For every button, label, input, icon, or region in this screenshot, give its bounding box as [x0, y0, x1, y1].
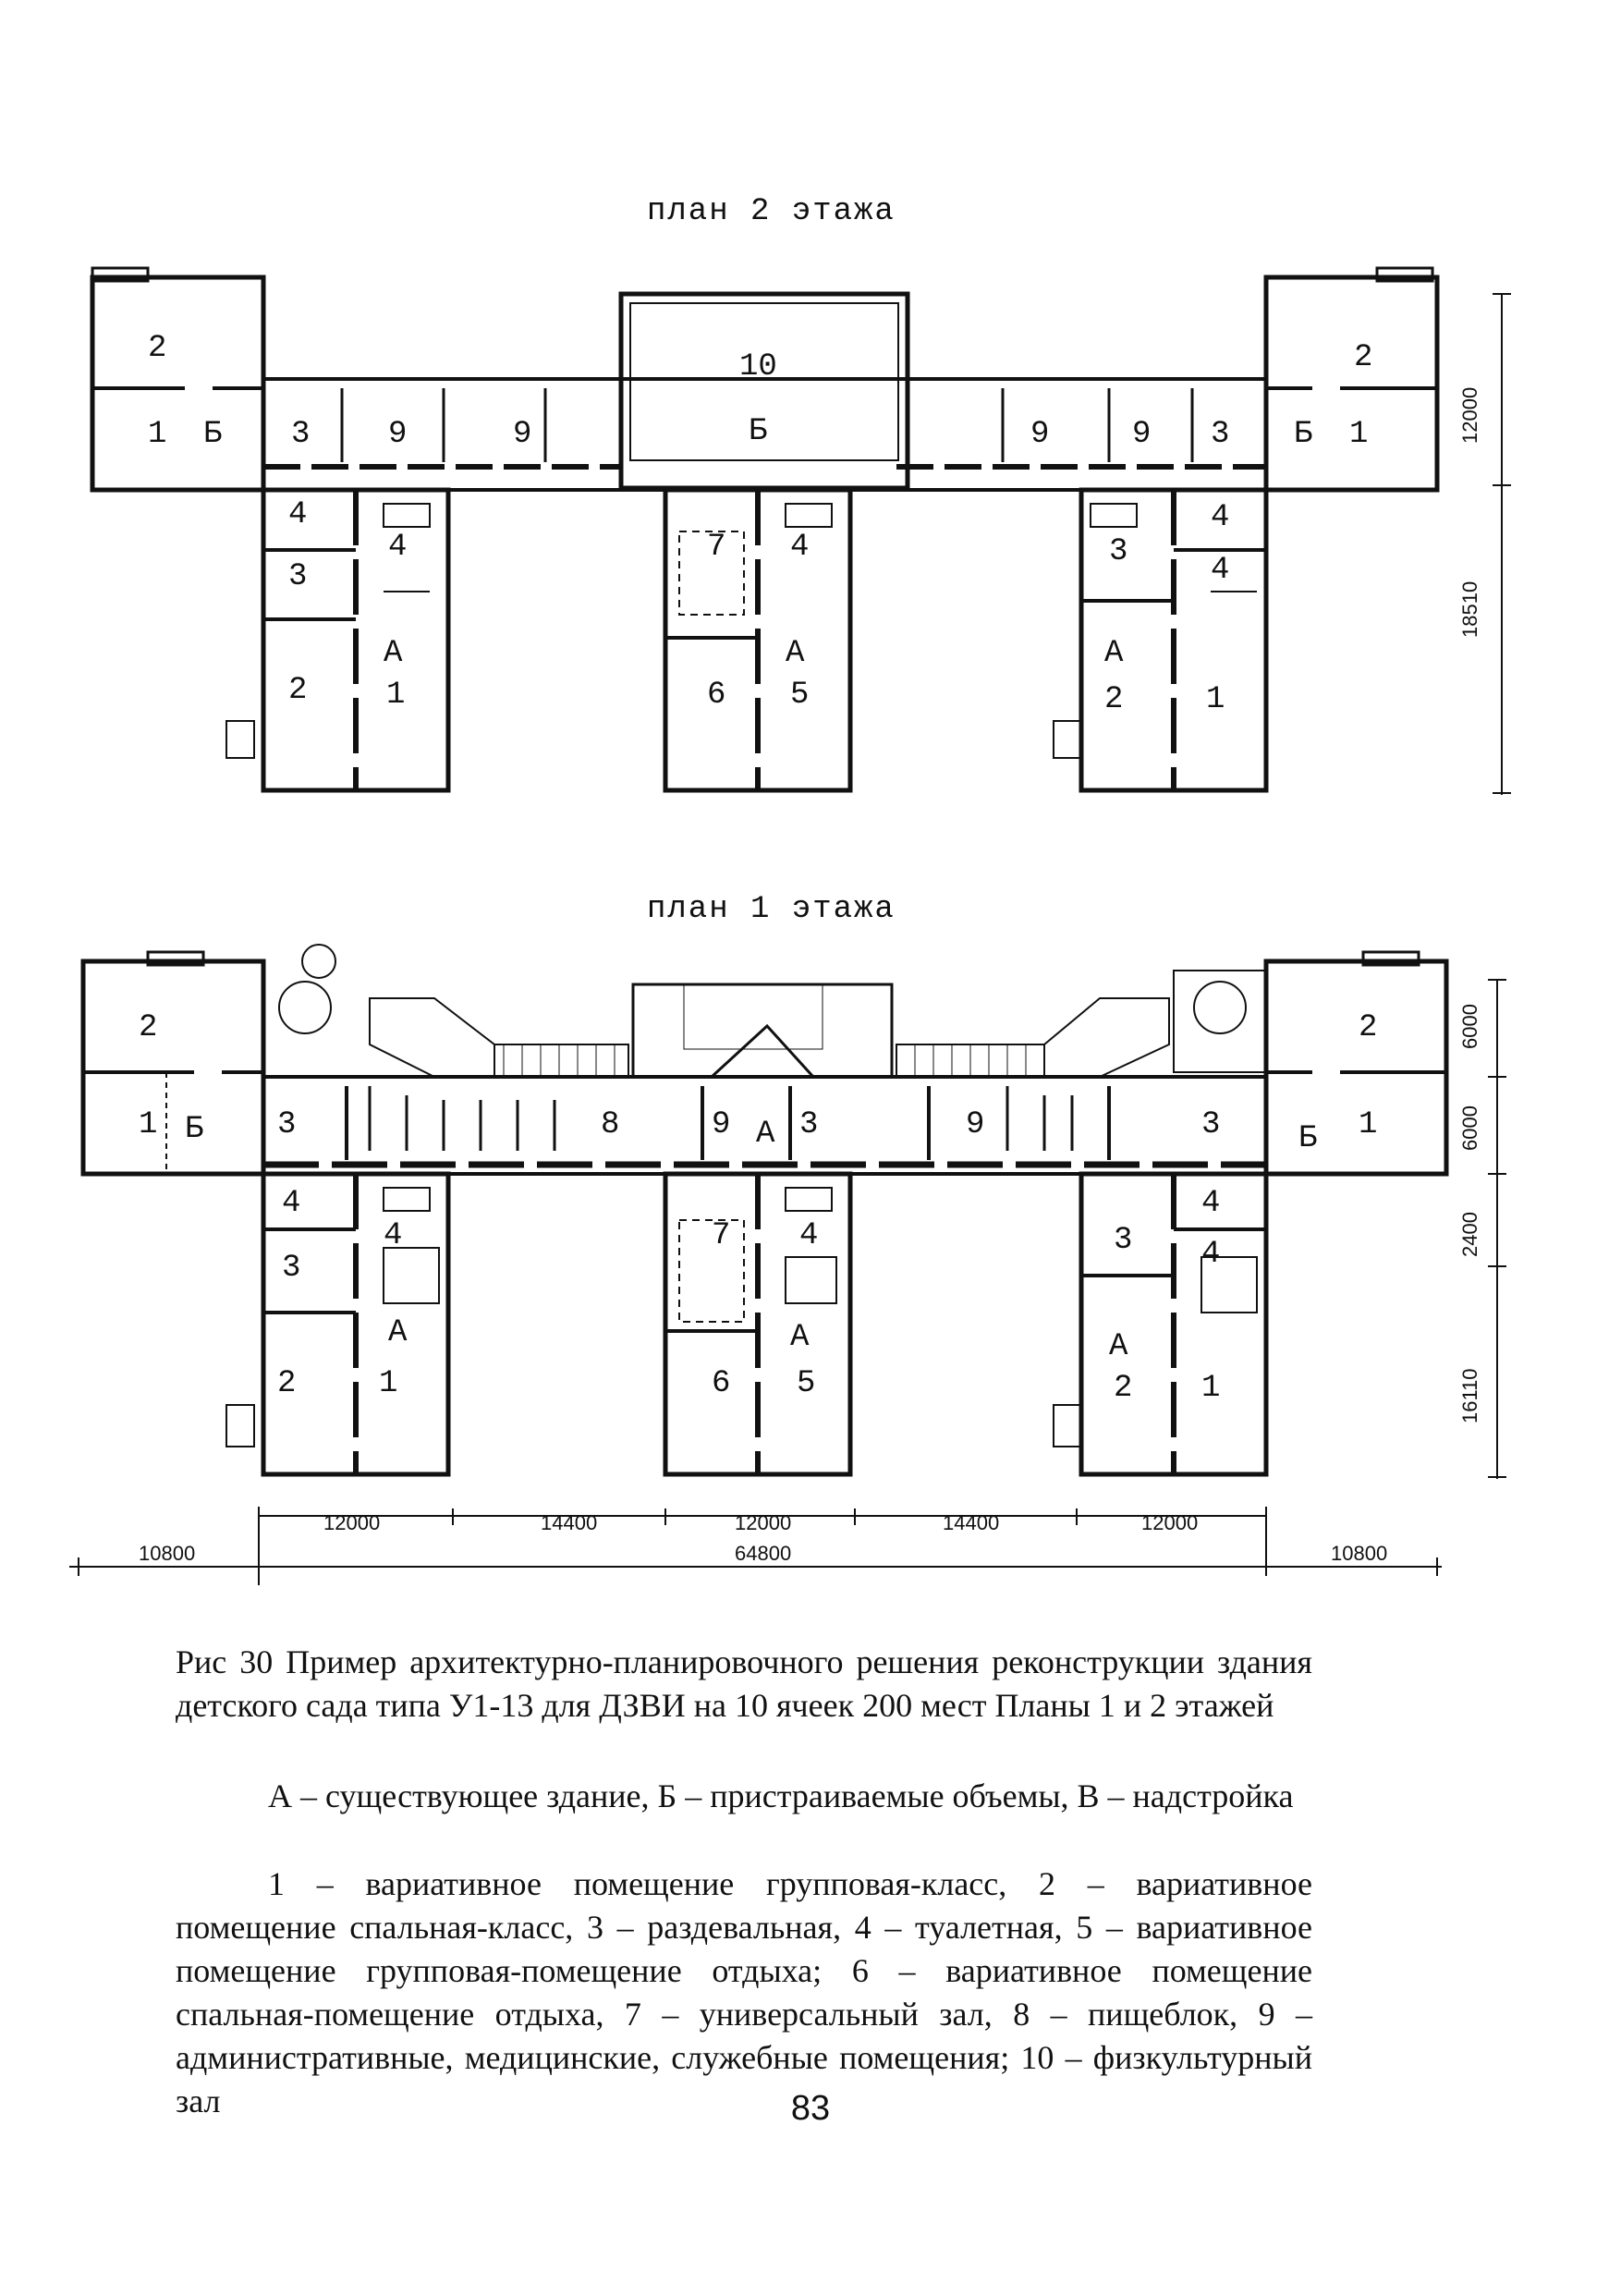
- plan2-wing3-room-4a: 4: [1211, 500, 1229, 535]
- plan2-room-10: 10: [739, 349, 777, 385]
- plan2-wing2-room-6: 6: [707, 678, 725, 713]
- plan1-room-2-right: 2: [1359, 1010, 1377, 1045]
- plan2-label-b-right: Б: [1294, 417, 1312, 452]
- plan2-wing3-room-3: 3: [1109, 534, 1127, 569]
- plan1-wing3-room-1: 1: [1201, 1371, 1220, 1406]
- legend-room-types: 1 – вариативное помещение групповая-клас…: [176, 1865, 1312, 2119]
- plan1-wing2-room-6: 6: [712, 1366, 730, 1401]
- plan2-wing1-room-4b: 4: [388, 530, 407, 565]
- plan1-dim-h3: 12000: [735, 1511, 791, 1534]
- plan1-room-3-mid: 3: [799, 1107, 818, 1142]
- plan2-dim-18510: 18510: [1458, 581, 1481, 638]
- plan1-wing3-room-4a: 4: [1201, 1186, 1220, 1221]
- plan2-wing1-room-4a: 4: [288, 497, 307, 532]
- plan1-room-2-left: 2: [139, 1010, 157, 1045]
- page-number: 83: [790, 2089, 831, 2128]
- plan2-wing2-label-a: А: [786, 636, 805, 671]
- plan1-dim-right: 10800: [1331, 1542, 1387, 1565]
- plan2-room-9-d: 9: [1132, 417, 1151, 452]
- plan1-wing3-label-a: А: [1109, 1329, 1128, 1364]
- plan2-wing3-room-2: 2: [1104, 682, 1123, 717]
- plan2-room-2-left: 2: [148, 331, 166, 366]
- plan1-room-3-left: 3: [277, 1107, 296, 1142]
- plan2-room-1-left: 1: [148, 417, 166, 452]
- plan1-wing1-room-4a: 4: [282, 1186, 300, 1221]
- plan1-dim-v1: 6000: [1458, 1004, 1481, 1049]
- plan1-dim-h4: 14400: [943, 1511, 999, 1534]
- plan2-room-9-b: 9: [513, 417, 531, 452]
- plan1-dim-h1: 12000: [323, 1511, 380, 1534]
- plan2-room-2-right: 2: [1354, 340, 1372, 375]
- plan1-wing1-room-1: 1: [379, 1366, 397, 1401]
- plan1-wing2-room-4: 4: [799, 1218, 818, 1253]
- plan1-dim-h5: 12000: [1141, 1511, 1198, 1534]
- plan2-label-b-left: Б: [203, 417, 222, 452]
- plan1-label-b-left: Б: [185, 1112, 203, 1147]
- plan2-wing3-room-1: 1: [1206, 682, 1225, 717]
- plan2-wing2-room-4: 4: [790, 530, 809, 565]
- plan2-wing1-room-3: 3: [288, 559, 307, 594]
- plan1-wing3-room-3: 3: [1114, 1223, 1132, 1258]
- plan2-wing1-room-1: 1: [386, 678, 405, 713]
- plan1-dim-h2: 14400: [541, 1511, 597, 1534]
- plan1-room-3-right: 3: [1201, 1107, 1220, 1142]
- plan1-dim-v4: 16110: [1458, 1368, 1481, 1423]
- plan1-wing2-label-a: А: [790, 1320, 810, 1355]
- plan1-room-1-right: 1: [1359, 1107, 1377, 1142]
- plan1-title: план 1 этажа: [647, 892, 896, 927]
- plan2-title: план 2 этажа: [647, 194, 896, 229]
- plan1-wing3-room-4b: 4: [1201, 1237, 1220, 1272]
- plan1-dim-v2: 6000: [1458, 1105, 1481, 1151]
- plan1-wing1-label-a: А: [388, 1315, 408, 1350]
- plan2-wing2-room-5: 5: [790, 678, 809, 713]
- plan1-dim-v3: 2400: [1458, 1212, 1481, 1257]
- plan2-wing3-label-a: А: [1104, 636, 1124, 671]
- plan2-drawing: [90, 266, 1511, 795]
- legend-building-parts: А – существующее здание, Б – пристраивае…: [268, 1777, 1294, 1814]
- plan2-room-9-c: 9: [1030, 417, 1049, 452]
- plan1-wing2-room-5: 5: [797, 1366, 815, 1401]
- plan1-drawing: [69, 944, 1506, 1585]
- plan1-label-b-right: Б: [1298, 1121, 1317, 1156]
- plan2-label-b-center: Б: [749, 414, 767, 449]
- plan1-room-9-b: 9: [966, 1107, 984, 1142]
- plan1-room-9-a: 9: [712, 1107, 730, 1142]
- plan2-wing1-room-2: 2: [288, 673, 307, 708]
- figure-caption: Рис 30 Пример архитектурно-планировочног…: [176, 1643, 1312, 1724]
- plan1-wing1-room-4b: 4: [384, 1218, 402, 1253]
- plan1-wing1-room-2: 2: [277, 1366, 296, 1401]
- plan2-dim-12000: 12000: [1458, 387, 1481, 444]
- plan2-room-1-right: 1: [1349, 417, 1368, 452]
- plan1-dim-left: 10800: [139, 1542, 195, 1565]
- plan2-room-3-left: 3: [291, 417, 310, 452]
- plan1-wing1-room-3: 3: [282, 1251, 300, 1286]
- floor-plans-drawing: 2 1 Б 3 9 9 10 Б 9 9 3 Б 1 2 4 3 4 А 2 1…: [69, 266, 1511, 1585]
- plan1-room-8: 8: [601, 1107, 619, 1142]
- plan1-wing2-room-7: 7: [712, 1218, 730, 1253]
- plan2-wing3-room-4b: 4: [1211, 553, 1229, 588]
- plan1-dim-total: 64800: [735, 1542, 791, 1565]
- plan2-wing1-label-a: А: [384, 636, 403, 671]
- plan1-label-a-center: А: [756, 1117, 775, 1152]
- plan2-room-3-right: 3: [1211, 417, 1229, 452]
- plan2-wing2-room-7: 7: [707, 530, 725, 565]
- plan2-room-9-a: 9: [388, 417, 407, 452]
- plan1-room-1-left: 1: [139, 1107, 157, 1142]
- plan1-wing3-room-2: 2: [1114, 1371, 1132, 1406]
